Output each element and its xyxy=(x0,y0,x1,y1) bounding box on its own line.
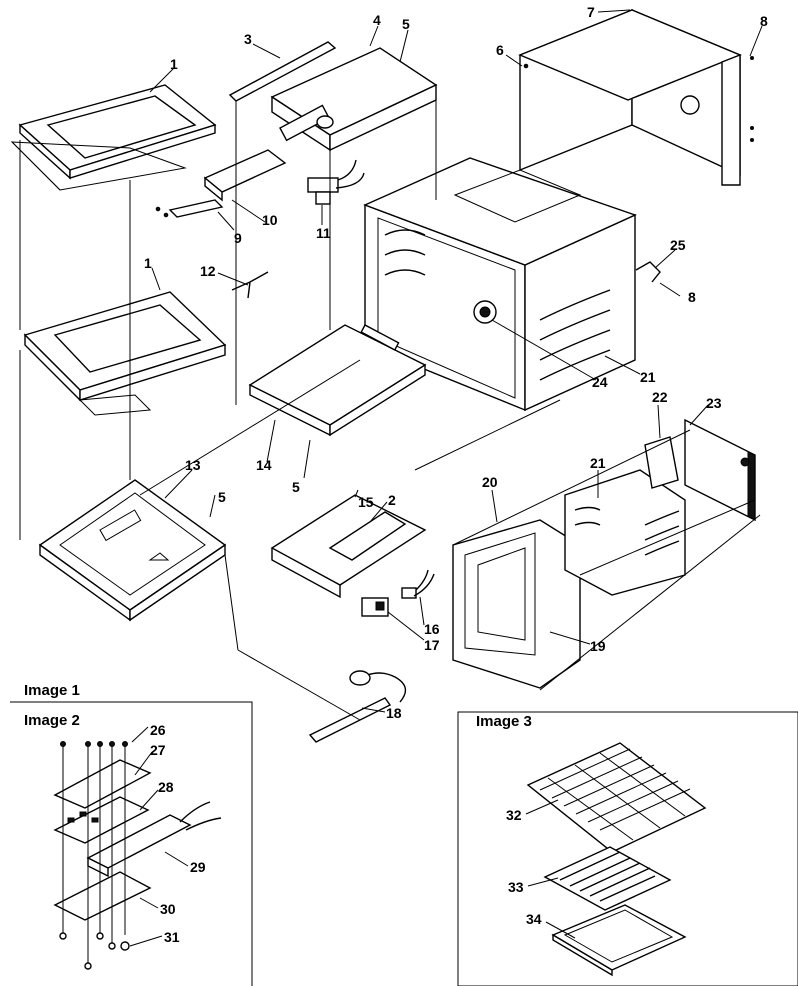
callout-26: 26 xyxy=(150,722,166,738)
trim-strip xyxy=(228,41,337,102)
callout-27: 27 xyxy=(150,742,166,758)
inner-liner-small xyxy=(564,469,686,596)
callout-leaders xyxy=(129,9,763,947)
igniter-17 xyxy=(361,597,389,617)
valve-assembly xyxy=(307,159,365,205)
callout-3: 3 xyxy=(244,31,252,47)
callout-29: 29 xyxy=(190,859,206,875)
callout-22: 22 xyxy=(652,389,668,405)
inset-label-image-3: Image 3 xyxy=(476,713,532,730)
callout-labels: 1 1 2 3 4 5 5 5 6 7 8 8 9 10 11 12 13 14… xyxy=(144,4,768,945)
inset-image-2-frame: Image 2 xyxy=(24,712,80,729)
callout-12: 12 xyxy=(200,263,216,279)
callout-5-left: 5 xyxy=(218,489,226,505)
callout-20: 20 xyxy=(482,474,498,490)
callout-15: 15 xyxy=(358,494,374,510)
callout-9: 9 xyxy=(234,230,242,246)
burner-box-pan xyxy=(38,479,227,622)
inset-label-image-2: Image 2 xyxy=(24,712,80,729)
callout-24: 24 xyxy=(592,374,608,390)
callout-19: 19 xyxy=(590,638,606,654)
broiler-pan xyxy=(551,904,687,977)
bake-burner-spreader xyxy=(270,494,427,599)
callout-17: 17 xyxy=(424,637,440,653)
igniter-bracket-assembly xyxy=(53,741,222,970)
alignment-lines xyxy=(19,100,761,721)
bracket-9 xyxy=(155,199,224,218)
callout-14: 14 xyxy=(256,457,272,473)
callout-25: 25 xyxy=(670,237,686,253)
inset-label-image-1: Image 1 xyxy=(24,682,80,699)
callout-21-liner: 21 xyxy=(640,369,656,385)
callout-11: 11 xyxy=(316,225,331,241)
broil-igniter xyxy=(203,104,334,202)
callout-23: 23 xyxy=(706,395,722,411)
outer-wrapper-panel xyxy=(518,8,754,186)
bracket-25 xyxy=(635,261,661,283)
clip-12 xyxy=(231,271,269,299)
callout-31: 31 xyxy=(164,929,180,945)
callout-28: 28 xyxy=(158,779,174,795)
bake-burner-box xyxy=(248,324,427,437)
top-panel-lower xyxy=(23,291,227,416)
door-back-panel xyxy=(684,418,756,522)
callout-1-lower: 1 xyxy=(144,255,152,271)
oven-cavity-liner xyxy=(363,157,637,412)
callout-1-upper: 1 xyxy=(170,56,178,72)
callout-8-top: 8 xyxy=(760,13,768,29)
callout-5-top: 5 xyxy=(402,16,410,32)
top-panel-upper xyxy=(10,84,217,191)
callout-6: 6 xyxy=(496,42,504,58)
callout-8-side: 8 xyxy=(688,289,696,305)
wire-16 xyxy=(401,569,435,599)
callout-5-middle: 5 xyxy=(292,479,300,495)
callout-34: 34 xyxy=(526,911,542,927)
inset-image-1-frame: Image 1 xyxy=(10,682,253,986)
callout-4: 4 xyxy=(373,12,381,28)
callout-2: 2 xyxy=(388,492,396,508)
callout-18: 18 xyxy=(386,705,402,721)
callout-16: 16 xyxy=(424,621,440,637)
callout-7: 7 xyxy=(587,4,595,20)
inset-image-3-frame: Image 3 xyxy=(457,711,798,986)
insulation-block xyxy=(644,436,679,489)
callout-30: 30 xyxy=(160,901,176,917)
door-frame xyxy=(452,519,581,689)
callout-33: 33 xyxy=(508,879,524,895)
broiler-pan-insert xyxy=(543,846,672,911)
oven-rack xyxy=(526,742,707,853)
callout-13: 13 xyxy=(185,457,201,473)
callout-10: 10 xyxy=(262,212,278,228)
callout-21-door: 21 xyxy=(590,455,606,471)
callout-32: 32 xyxy=(506,807,522,823)
